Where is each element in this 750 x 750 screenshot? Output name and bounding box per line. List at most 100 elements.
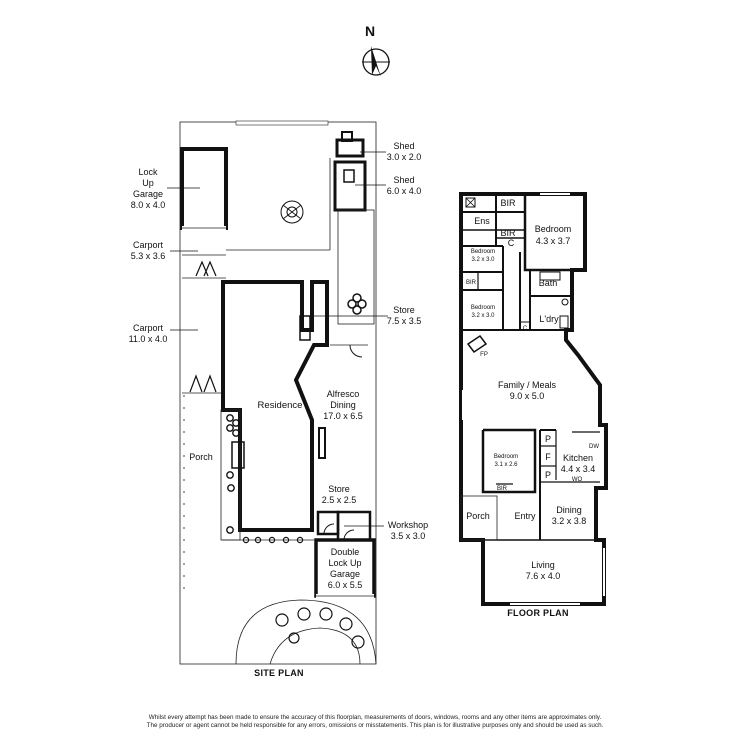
shed2-label: Shed 6.0 x 4.0: [387, 175, 422, 196]
floor-plan: BIR Ens BIR C Bedroom 4.3 x 3.7 Bedroom …: [459, 192, 608, 618]
svg-text:Carport: Carport: [133, 240, 164, 250]
svg-text:17.0 x 6.5: 17.0 x 6.5: [323, 411, 363, 421]
svg-text:Garage: Garage: [133, 189, 163, 199]
fp-bedroom2: Bedroom 3.2 x 3.0: [471, 249, 495, 263]
svg-text:Store: Store: [328, 484, 350, 494]
lockup-garage-outline: [180, 147, 228, 230]
fp-fp: FP: [480, 352, 488, 358]
svg-text:3.2 x 3.0: 3.2 x 3.0: [471, 313, 495, 319]
site-gate: [235, 120, 329, 126]
fp-dining: Dining 3.2 x 3.8: [552, 505, 587, 526]
svg-text:9.0 x 5.0: 9.0 x 5.0: [510, 391, 545, 401]
svg-text:4.3 x 3.7: 4.3 x 3.7: [536, 236, 571, 246]
svg-text:Kitchen: Kitchen: [563, 453, 593, 463]
svg-text:7.6 x 4.0: 7.6 x 4.0: [526, 571, 561, 581]
fp-bir-mid: BIR: [500, 228, 516, 238]
svg-text:4.4 x 3.4: 4.4 x 3.4: [561, 464, 596, 474]
svg-text:Store: Store: [393, 305, 415, 315]
fp-c-small: C: [523, 326, 528, 332]
window-marks: [462, 193, 605, 605]
workshop-label: Workshop 3.5 x 3.0: [388, 520, 428, 541]
fp-wo: WO: [572, 477, 583, 483]
svg-text:Workshop: Workshop: [388, 520, 428, 530]
svg-text:3.1 x 2.6: 3.1 x 2.6: [494, 462, 518, 468]
floor-plan-title: FLOOR PLAN: [507, 608, 569, 618]
carport2-label: Carport 11.0 x 4.0: [129, 323, 168, 344]
svg-text:Lock: Lock: [138, 167, 158, 177]
compass: N: [362, 23, 390, 77]
fp-c-top: C: [508, 238, 515, 248]
fp-ens: Ens: [474, 216, 490, 226]
svg-text:Family / Meals: Family / Meals: [498, 380, 557, 390]
svg-text:8.0 x 4.0: 8.0 x 4.0: [131, 200, 166, 210]
svg-text:Bedroom: Bedroom: [494, 454, 518, 460]
carport1-label: Carport 5.3 x 3.6: [131, 240, 166, 261]
disclaimer-line-2: The producer or agent cannot be held res…: [146, 722, 604, 729]
disclaimer-line-1: Whilst every attempt has been made to en…: [148, 714, 602, 721]
svg-text:Shed: Shed: [393, 175, 414, 185]
lockup-garage-label: Lock Up Garage 8.0 x 4.0: [131, 167, 166, 210]
fp-dw: DW: [589, 444, 599, 450]
fp-bath: Bath: [539, 278, 558, 288]
svg-text:2.5 x 2.5: 2.5 x 2.5: [322, 495, 357, 505]
fp-porch: Porch: [466, 511, 490, 521]
svg-text:3.0 x 2.0: 3.0 x 2.0: [387, 152, 422, 162]
fp-bedroom-main: Bedroom 4.3 x 3.7: [535, 224, 572, 246]
store2-label: Store 2.5 x 2.5: [322, 484, 357, 505]
front-garden: [235, 599, 377, 665]
svg-text:Alfresco: Alfresco: [327, 389, 360, 399]
svg-text:Up: Up: [142, 178, 154, 188]
svg-text:Bedroom: Bedroom: [535, 224, 572, 234]
svg-text:Dining: Dining: [330, 400, 356, 410]
porch-shrubs: [220, 409, 314, 544]
svg-text:Double: Double: [331, 547, 360, 557]
fp-family: Family / Meals 9.0 x 5.0: [498, 380, 557, 401]
fp-kitchen: Kitchen 4.4 x 3.4: [561, 453, 596, 474]
svg-text:6.0 x 4.0: 6.0 x 4.0: [387, 186, 422, 196]
fp-bir-top: BIR: [500, 198, 516, 208]
fp-bir-small: BIR: [466, 280, 477, 286]
site-plan: Lock Up Garage 8.0 x 4.0 Carport 5.3 x 3…: [129, 120, 428, 678]
svg-text:3.5 x 3.0: 3.5 x 3.0: [391, 531, 426, 541]
fireplace: [466, 334, 488, 354]
shed2-outline: [333, 160, 367, 212]
fp-bedroom3: Bedroom 3.2 x 3.0: [471, 305, 495, 319]
svg-text:5.3 x 3.6: 5.3 x 3.6: [131, 251, 166, 261]
fp-p1: P: [545, 434, 551, 444]
store1-area: [337, 209, 375, 325]
compass-north-label: N: [365, 23, 375, 39]
carport1-gate: [195, 260, 209, 277]
svg-text:Garage: Garage: [330, 569, 360, 579]
fp-entry: Entry: [514, 511, 536, 521]
svg-text:Shed: Shed: [393, 141, 414, 151]
disclaimer: Whilst every attempt has been made to en…: [60, 714, 690, 730]
store1-label: Store 7.5 x 3.5: [387, 305, 422, 326]
fp-f: F: [545, 452, 551, 462]
shed1-label: Shed 3.0 x 2.0: [387, 141, 422, 162]
svg-text:Dining: Dining: [556, 505, 582, 515]
fp-bir-bed4: BIR: [497, 486, 508, 492]
svg-text:Lock Up: Lock Up: [328, 558, 361, 568]
carport2-gate: [189, 374, 203, 393]
fp-p2: P: [545, 470, 551, 480]
store1-plants: [347, 293, 367, 315]
shed1-outline: [335, 138, 365, 158]
svg-text:Living: Living: [531, 560, 555, 570]
svg-text:3.2 x 3.8: 3.2 x 3.8: [552, 516, 587, 526]
fp-bedroom4: Bedroom 3.1 x 2.6: [494, 454, 518, 468]
tree-yard: [280, 200, 304, 224]
fp-living: Living 7.6 x 4.0: [526, 560, 561, 581]
store2-outline: [316, 510, 340, 536]
alfresco-label: Alfresco Dining 17.0 x 6.5: [323, 389, 363, 421]
double-garage-label: Double Lock Up Garage 6.0 x 5.5: [328, 547, 363, 590]
bedroom-main-walls: [523, 194, 572, 272]
residence-label: Residence: [258, 400, 303, 411]
site-porch-label: Porch: [189, 452, 213, 462]
house-outer-walls: [459, 192, 608, 606]
svg-text:3.2 x 3.0: 3.2 x 3.0: [471, 257, 495, 263]
svg-text:Bedroom: Bedroom: [471, 249, 495, 255]
svg-text:Carport: Carport: [133, 323, 164, 333]
svg-text:7.5 x 3.5: 7.5 x 3.5: [387, 316, 422, 326]
bedroom4-walls: [481, 428, 537, 494]
